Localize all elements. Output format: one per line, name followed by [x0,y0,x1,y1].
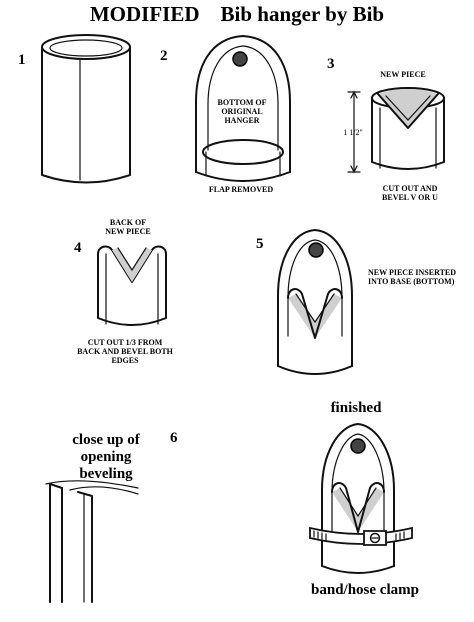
new-piece-drawing [368,84,448,176]
band-hose-clamp-label: band/hose clamp [311,582,419,598]
dimension-arrow [346,90,362,174]
page-title: MODIFIED Bib hanger by Bib [89,2,385,26]
step-number-1: 1 [18,52,26,68]
cut-out-and-bevel-label: CUT OUT AND BEVEL V OR U [382,184,438,202]
step-number-2: 2 [160,48,168,64]
finished-hanger-drawing [300,420,416,578]
back-of-new-piece-label: BACK OF NEW PIECE [105,218,151,236]
dimension-label: 1 1/2" [343,128,363,137]
cut-out-third-label: CUT OUT 1/3 FROM BACK AND BEVEL BOTH EDG… [77,338,173,365]
band-hose-clamp-drawing [308,522,414,550]
step-number-4: 4 [74,240,82,256]
back-of-new-piece-drawing [92,240,172,332]
step-number-6: 6 [170,430,178,446]
step-number-5: 5 [256,236,264,252]
inserted-piece-drawing [272,226,358,376]
new-piece-label: NEW PIECE [380,70,426,79]
original-hanger-drawing [188,32,298,182]
bottom-of-original-hanger-label: BOTTOM OF ORIGINAL HANGER [217,98,267,125]
finished-label: finished [330,400,382,416]
close-up-label: close up of opening beveling [72,432,140,482]
close-up-beveling-drawing [40,474,150,604]
new-piece-inserted-label: NEW PIECE INSERTED INTO BASE (BOTTOM) [368,268,457,286]
flap-removed-label: FLAP REMOVED [208,185,274,194]
step-number-3: 3 [327,56,335,72]
tube-drawing [36,32,136,190]
